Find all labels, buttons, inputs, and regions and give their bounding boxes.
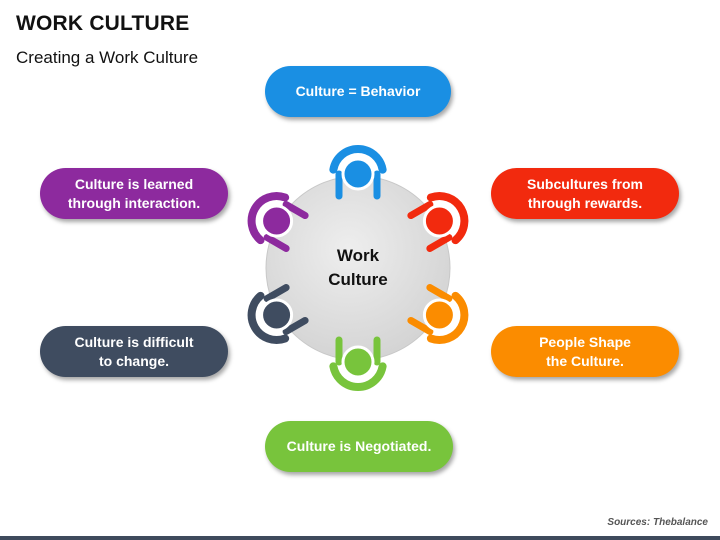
bottom-bar <box>0 536 720 540</box>
pill-text: Culture is Negotiated. <box>286 438 432 454</box>
person-purple-icon <box>247 192 309 252</box>
label-people-shape: People Shape the Culture. <box>491 326 679 377</box>
label-culture-negotiated: Culture is Negotiated. <box>265 421 453 472</box>
pill-text: Culture is difficult to change. <box>74 333 194 369</box>
source-note: Sources: Thebalance <box>607 517 708 528</box>
people-group <box>247 145 469 391</box>
pill-text: Culture is learned through interaction. <box>67 175 201 211</box>
pill-text: Subcultures from through rewards. <box>527 175 643 211</box>
page-subtitle: Creating a Work Culture <box>16 48 199 67</box>
person-blue-icon <box>329 145 387 200</box>
pill-text: Culture = Behavior <box>295 83 421 99</box>
pill-text: People Shape the Culture. <box>539 333 631 369</box>
person-red-icon <box>407 192 469 252</box>
person-orange-icon <box>407 284 469 344</box>
label-difficult-to-change: Culture is difficult to change. <box>40 326 228 377</box>
label-culture-equals-behavior: Culture = Behavior <box>265 66 451 117</box>
person-green-icon <box>329 336 387 391</box>
person-slate-icon <box>247 284 309 344</box>
round-table <box>265 175 451 361</box>
label-subcultures: Subcultures from through rewards. <box>491 168 679 219</box>
page-title: WORK CULTURE <box>16 12 190 35</box>
label-learned-through-interaction: Culture is learned through interaction. <box>40 168 228 219</box>
